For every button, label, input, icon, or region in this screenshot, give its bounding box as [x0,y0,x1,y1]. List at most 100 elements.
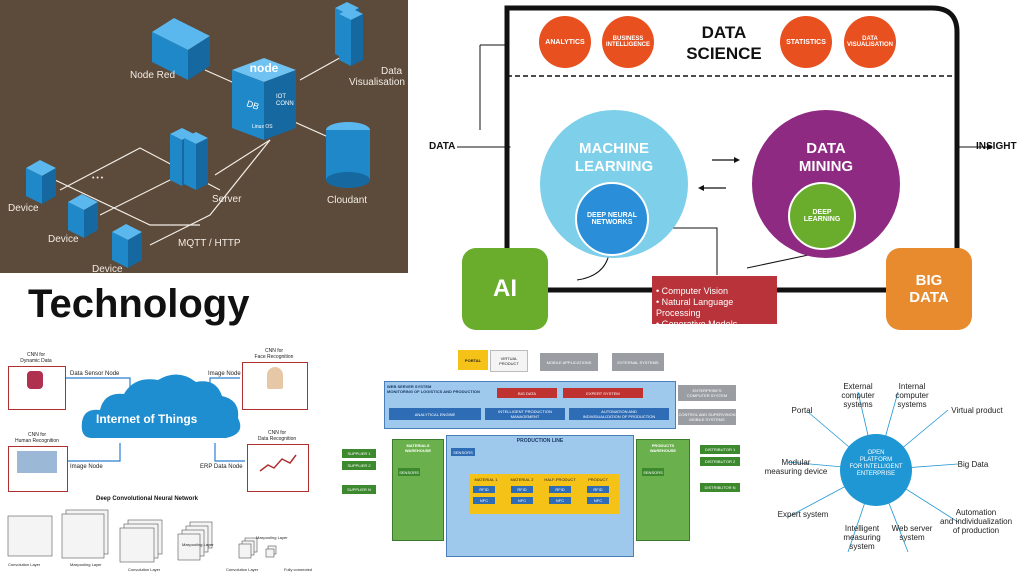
people-photo-icon [17,451,57,473]
ai-label: AI [493,275,517,302]
nfc-text-2: NFC [517,498,527,503]
data-mining-label-1: DATA [806,140,846,157]
rfid-tag-1: RFID [473,486,495,493]
link-image-node-top: Image Node [208,371,241,377]
svg-text:Linux OS: Linux OS [252,124,273,130]
products-warehouse-title-1: PRODUCTS [651,443,675,448]
distributor-n: DISTRIBUTOR N [700,483,740,492]
iot-cnn-connectors [7,374,277,563]
spoke-2-line-2: computer [895,391,929,400]
spoke-1-line-2: computer [841,391,875,400]
distributor-1-label: DISTRIBUTOR 1 [704,447,736,452]
intelligent-production-label-1: INTELLIGENT PRODUCTION [498,409,552,414]
spoke-virtual-product: Virtual product [942,406,1012,415]
database-icon [27,371,43,389]
machine-learning-label-2: LEARNING [574,158,654,175]
caption-dynamic-data: CNN for Dynamic Data [8,352,64,364]
spoke-5-line-3: of production [952,526,1000,535]
business-intelligence-label-2: INTELLIGENCE [605,42,650,48]
spoke-3-line-1: Virtual product [951,406,1003,415]
spoke-portal: Portal [780,406,824,415]
cnn-face-recognition-node [242,362,308,410]
svg-text:IOT: IOT [276,94,286,100]
open-platform-spokes [787,391,959,553]
products-warehouse-title: PRODUCTS WAREHOUSE [639,443,687,453]
insight-output-label: INSIGHT [976,141,1017,152]
products-sensors-label: SENSORS [643,469,663,475]
node-red-label: Node Red [130,70,176,81]
device-label-2: Device [48,234,79,245]
cnn-dynamic-data-node [8,366,66,410]
intelligent-production-label-2: MANAGEMENT [510,414,540,419]
deep-learning-label-2: LEARNING [803,216,841,223]
materials-sensors-label: SENSORS [399,469,419,475]
automation-label-1: AUTOMATION AND [601,409,637,414]
link-data-sensor-node: Data Sensor Node [70,371,120,377]
nfc-text-1: NFC [479,498,489,503]
supplier-n: SUPPLIER N [342,485,376,494]
nfc-text-3: NFC [555,498,565,503]
application-item-1: • Computer Vision [656,286,729,296]
spoke-2-line-3: systems [897,400,927,409]
nfc-text-4: NFC [593,498,603,503]
materials-row [469,474,619,514]
caption-data-recognition: CNN for Data Recognition [247,430,307,442]
big-data-label-1: BIG [915,272,943,289]
half-product-label: HALF-PRODUCT [543,476,577,482]
spoke-7-line-2: measuring [843,533,881,542]
big-data-block: BIG DATA [886,248,972,330]
center-label-4: ENTERPRISE [856,471,896,477]
layer-label-5: Convolution Layer [226,567,259,572]
application-item-2: • Natural Language Processing [656,297,734,318]
spoke-external-computer: External computer systems [828,382,888,409]
spoke-1-line-3: systems [843,400,873,409]
spoke-5-line-2: and individualization [939,517,1013,526]
technology-heading: Technology [28,282,250,326]
svg-text:node: node [250,61,279,75]
deep-neural-networks-circle: DEEP NEURAL NETWORKS [575,182,649,256]
nfc-tag-4: NFC [587,497,609,504]
statistics-label: STATISTICS [786,38,826,46]
iot-architecture-diagram: node DB IOT CONN Linux OS [26,2,370,268]
iot-cloud-label: Internet of Things [96,412,198,426]
virtual-product-block: VIRTUAL PRODUCT [490,350,528,372]
distributor-n-label: DISTRIBUTOR N [704,485,736,490]
product-text: PRODUCT [588,476,608,482]
server-label: Server [212,194,242,205]
applications-box: • Computer Vision • Natural Language Pro… [652,276,777,329]
expert-system-block: EXPERT SYSTEM [563,388,643,398]
analytics-circle: ANALYTICS [539,16,591,68]
spoke-intelligent-measuring: Intelligent measuring system [834,524,890,551]
node-red-block [152,18,210,80]
nodejs-hub: node DB IOT CONN Linux OS [232,58,296,140]
control-supervision-block: CONTROL AND SUPERVISION MOBILE SYSTEMS [678,409,736,425]
deep-neural-networks-label-1: DEEP NEURAL [586,212,638,219]
material-1-text: MATERIAL 1 [474,476,498,482]
caption-human-recognition-2: Human Recognition [15,438,59,444]
enterprise-label-1: ENTERPRISE'S [692,388,722,393]
portal-label: PORTAL [464,357,482,363]
spoke-big-data: Big Data [948,460,998,469]
material-2-label: MATERIAL 2 [507,476,537,482]
caption-human-recognition: CNN for Human Recognition [8,432,66,444]
expert-system-label: EXPERT SYSTEM [586,390,620,396]
external-systems-block: EXTERNAL SYSTEMS [612,353,664,371]
supplier-1-label: SUPPLIER 1 [347,451,371,456]
dcnn-layers [7,509,277,563]
data-input-label: DATA [429,141,456,152]
control-label-1: CONTROL AND SUPERVISION [678,412,736,417]
material-2-text: MATERIAL 2 [510,476,534,482]
distributor-1: DISTRIBUTOR 1 [700,445,740,454]
caption-data-recognition-1: CNN for [267,430,287,436]
materials-warehouse-block: MATERIALS WAREHOUSE SENSORS [392,439,444,541]
materials-warehouse-title-1: MATERIALS [406,443,430,448]
spoke-1-line-1: External [843,382,873,391]
ai-block: AI [462,248,548,330]
spoke-2-line-1: Internal [898,382,926,391]
link-image-node-bottom: Image Node [70,464,103,470]
ellipsis-label: • • • [92,175,104,182]
iot-architecture-panel: node DB IOT CONN Linux OS Node Red Data … [0,0,408,275]
intelligent-production-block: INTELLIGENT PRODUCTION MANAGEMENT [485,408,565,420]
layer-label-1: Convolution Layer [8,562,41,567]
spoke-5-line-1: Automation [955,508,997,517]
